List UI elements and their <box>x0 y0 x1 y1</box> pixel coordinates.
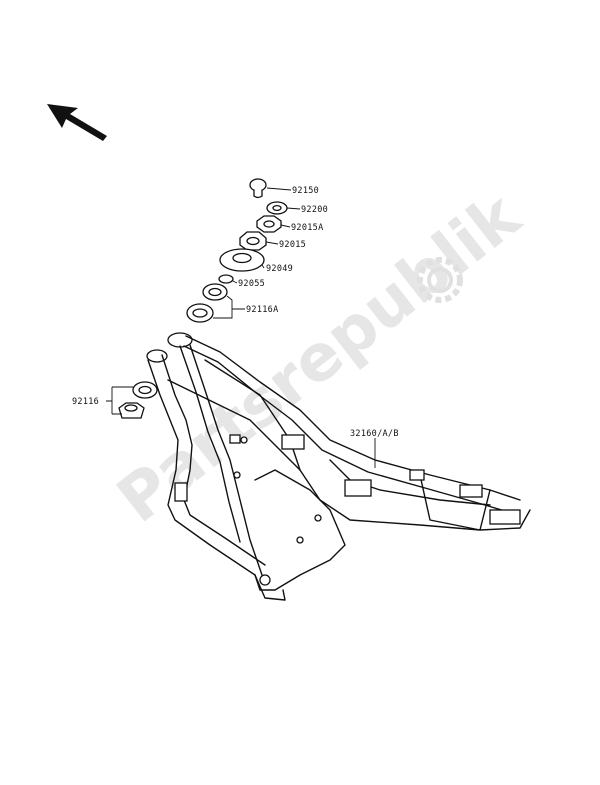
frame-drawing <box>146 332 531 601</box>
part-label-92150: 92150 <box>292 186 319 196</box>
lower-bearing-shape <box>118 381 158 419</box>
part-label-92055: 92055 <box>238 279 265 289</box>
part-label-92116: 92116 <box>72 397 99 407</box>
steering-parts <box>118 178 288 419</box>
stem-nut-shape <box>239 231 267 251</box>
part-label-92200: 92200 <box>301 205 328 215</box>
o-ring-shape <box>218 274 234 284</box>
upper-bearing-shape <box>186 283 228 323</box>
part-label-92015a: 92015A <box>291 223 324 233</box>
leader-lines <box>106 187 376 468</box>
part-label-32160: 32160/A/B <box>350 429 399 439</box>
gear-icon <box>417 257 463 303</box>
cap-bolt-shape <box>249 178 267 199</box>
part-label-92049: 92049 <box>266 264 293 274</box>
washer-shape <box>266 201 288 215</box>
part-labels: 92150 92200 92015A 92015 92049 92055 921… <box>72 186 399 439</box>
arrow-up-left-icon <box>47 104 107 141</box>
part-label-92116a: 92116A <box>246 305 279 315</box>
part-label-92015: 92015 <box>279 240 306 250</box>
seal-shape <box>219 248 265 272</box>
lock-nut-shape <box>256 215 282 233</box>
